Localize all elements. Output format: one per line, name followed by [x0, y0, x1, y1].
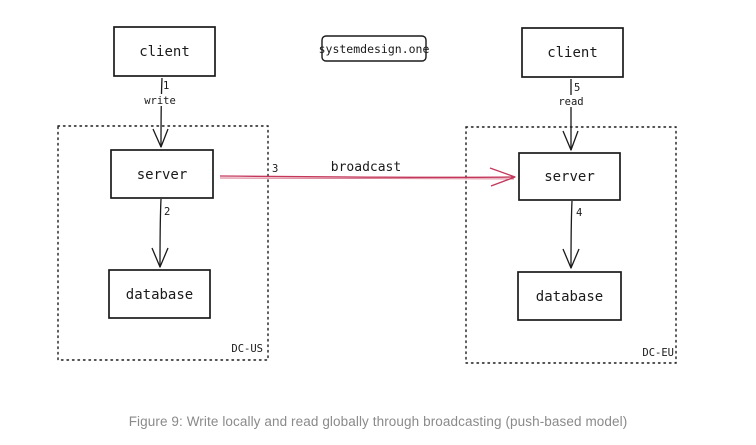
arrow-us-db-step: 2 — [164, 206, 170, 218]
region-dc-us-label: DC-US — [231, 343, 263, 355]
node-us-database-label: database — [126, 287, 193, 303]
arrow-us-db: 2 — [151, 198, 170, 268]
arrow-broadcast-step: 3 — [272, 163, 278, 175]
node-us-database: database — [108, 269, 211, 319]
node-eu-client-label: client — [547, 45, 598, 61]
node-us-client-label: client — [139, 44, 190, 60]
region-dc-eu-label: DC-EU — [642, 347, 674, 359]
node-eu-client: client — [521, 27, 624, 78]
node-us-server-label: server — [137, 167, 188, 183]
arrow-read: 5 read — [555, 78, 587, 151]
arrow-read-step: 5 — [574, 82, 580, 94]
node-eu-database-label: database — [536, 289, 603, 305]
region-dc-us: DC-US — [57, 125, 269, 361]
arrow-eu-db: 4 — [562, 200, 582, 269]
arrow-broadcast-label: broadcast — [331, 160, 401, 175]
node-us-server: server — [110, 149, 214, 199]
brand-badge-label: systemdesign.one — [319, 42, 430, 56]
figure-caption: Figure 9: Write locally and read globall… — [128, 414, 628, 429]
brand-badge: systemdesign.one — [319, 35, 430, 62]
arrow-write-label: write — [144, 95, 176, 107]
node-eu-server-label: server — [544, 169, 595, 185]
arrow-read-label: read — [558, 96, 583, 108]
arrow-broadcast: 3 broadcast — [219, 160, 516, 187]
arrow-eu-db-step: 4 — [576, 207, 582, 219]
node-us-client: client — [113, 26, 216, 77]
node-eu-database: database — [517, 271, 622, 321]
arrow-write: 1 write — [144, 77, 176, 148]
arrow-write-step: 1 — [163, 80, 169, 92]
node-eu-server: server — [518, 152, 621, 201]
